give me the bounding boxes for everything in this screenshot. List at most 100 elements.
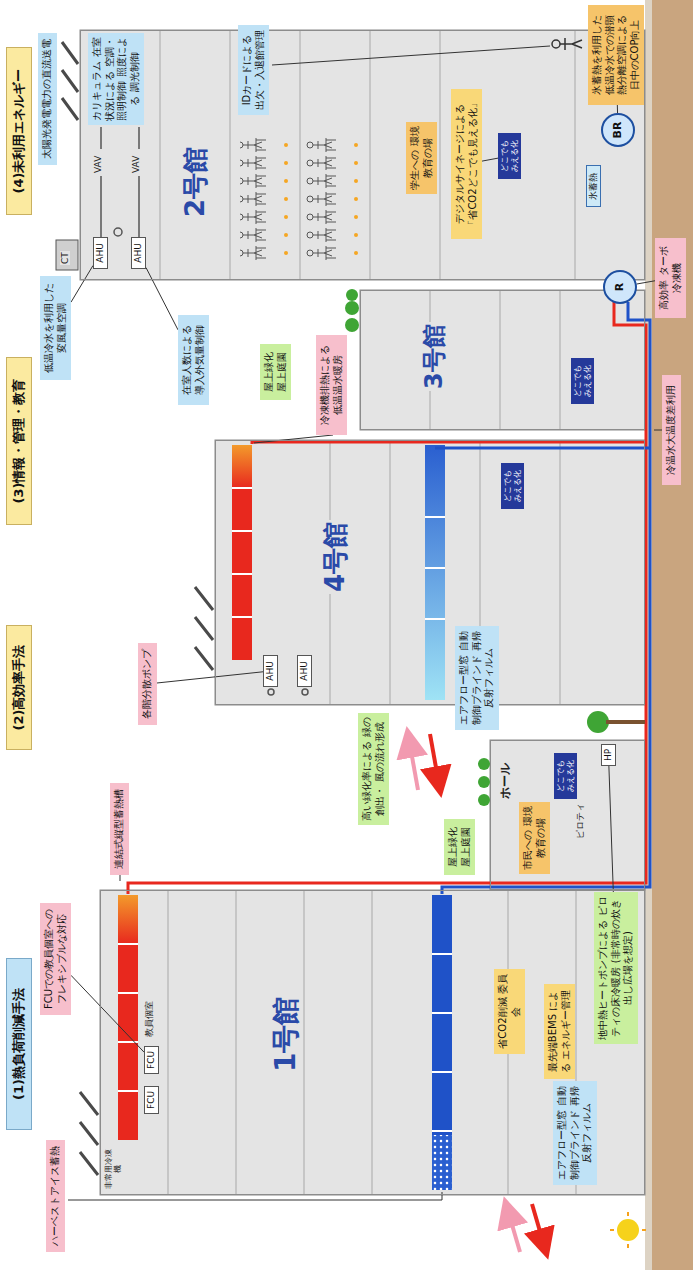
illustration-shape [345,301,359,315]
node-text: (1)熱負荷削減手法 [11,965,27,1123]
equipment-circle: BR [601,113,635,147]
signage-screen: どこでも みえる化 [571,358,594,404]
callout-box: 冷凍機排熱による 低温温水暖房 [316,335,347,435]
node-text: FCUでの教員個室への フレキシブルな対応 [43,907,68,1011]
illustration-shape [232,445,252,660]
illustration-shape [432,895,452,1190]
callout-box: 連結式縦型蓄熱槽 [110,783,129,875]
building-block: 4号館AHUAHUどこでも みえる化 [215,440,645,705]
callout-box: 高効率 ターボ冷凍機 [655,238,686,318]
trees [345,6,645,806]
illustration-shape [430,290,560,430]
illustration-shape [195,587,213,670]
callout-box: 氷蓄熱を利用した 低温冷水での潜顕 熱分離空調による 日中のCOP向上 [588,5,644,105]
node-text: 屋上緑化 屋上庭園 [447,823,472,871]
illustration-shape [506,1204,520,1252]
ground [645,0,693,1270]
callout-box: AHU [93,237,108,269]
illustration-shape [215,440,645,705]
illustration-shape [80,1092,98,1175]
solar-panels [62,42,213,1175]
node-text: エアフロー型窓 自動制御ブラインド 再帰反射フィルム [556,1085,594,1181]
illustration-shape [478,776,490,788]
floor-lines [160,30,576,1195]
node-text: 省CO2削減 委員会 [497,973,522,1050]
callout-box: 市民への 環境教育の場 [519,802,550,874]
signage-screen: どこでも みえる化 [501,463,524,509]
cooling-tower [56,240,78,270]
illustration-shape [490,740,645,890]
callout-box: カリキュラム 在室状況による 空調・照明制御 照度による 調光制御 [88,33,144,125]
node-text: 冷凍機排熱による 低温温水暖房 [319,339,344,431]
leader-connector [617,105,618,113]
leader-connector [157,672,263,683]
illustration-shape [268,689,274,695]
node-text: R [613,283,627,291]
building-block: ホール市民への 環境教育の場どこでも みえる化 HP [490,740,645,890]
node-text: AHU [133,240,144,266]
building-name: ホール [499,761,512,801]
node-text: 各階分散ポンプ [141,647,154,721]
illustration-shape [100,890,645,1195]
illustration-shape [360,290,645,430]
illustration-shape [478,794,490,806]
node-text: FCU [146,1049,157,1071]
illustration-shape [114,228,122,236]
illustration-shape [552,40,560,48]
callout-box: 高い緑化率による 緑の創出・ 風の流れ形成 [358,713,389,825]
callout-box: 省CO2削減 委員会 [494,969,525,1054]
illustration-shape [68,1192,442,1200]
part-label: VAV [93,155,103,174]
node-text: 氷蓄熱を利用した 低温冷水での潜顕 熱分離空調による 日中のCOP向上 [591,9,641,101]
illustration-shape [478,758,490,770]
callout-box: 最先端BEMS による エネルギー管理 [544,984,575,1079]
node-text: (4)未利用エネルギー [11,54,27,208]
part-label: 教員個室 [144,1000,154,1038]
illustration-shape [80,30,645,280]
callout-box: 低温冷水を利用した 変風量空調 [40,276,71,380]
node-text: HP [603,747,614,763]
heat-storage-bars [118,445,452,1190]
leader-connector [637,281,655,284]
node-text: BR [611,122,625,139]
node-text: 高い緑化率による 緑の創出・ 風の流れ形成 [361,717,386,821]
callout-box: (2)高効率手法 [6,625,32,750]
leader-connector [71,266,93,303]
leader-connector [71,975,144,1052]
callout-box: 学生への 環境教育の場 [406,122,437,194]
illustration-shape [101,127,139,238]
node-text: 冷温水大温度差利用 [665,379,678,481]
illustration-shape [408,734,418,790]
occupant-rows [240,134,366,260]
callout-box: FCU [144,1046,159,1074]
illustration-shape [62,42,78,120]
illustration-shape [345,318,359,332]
airflow-arrows [408,734,546,1252]
leader-connector [609,766,613,892]
node-text: FCU [146,1089,157,1111]
chilled-hot-water-pipes [128,302,650,894]
node-text: AHU [265,658,276,684]
callout-box: 太陽光発電電力の直流送電 [38,33,57,165]
illustration-shape [606,720,645,724]
illustration-shape [442,302,650,894]
node-text: AHU [95,240,106,266]
illustration-shape [120,875,121,881]
callout-box: (1)熱負荷削減手法 [6,958,32,1130]
illustration-shape [302,689,308,695]
illustration-shape [128,302,646,894]
signage-screen: どこでも みえる化 [554,753,577,799]
illustration-shape [435,447,650,450]
callout-box: FCUでの教員個室への フレキシブルな対応 [40,903,71,1015]
illustration-shape [560,38,582,50]
callout-box: 在室人数による 導入外気量制御 [178,315,209,405]
illustration-shape [425,445,445,700]
node-text: 学生への 環境教育の場 [409,126,434,190]
illustration-shape [617,1219,639,1241]
node-text: どこでも みえる化 [556,755,575,797]
equipment-circle: R [603,270,637,304]
part-label: CT [60,251,70,265]
callout-box: (3)情報・管理・教育 [6,357,32,525]
building-name: 1号館 [271,995,302,1074]
